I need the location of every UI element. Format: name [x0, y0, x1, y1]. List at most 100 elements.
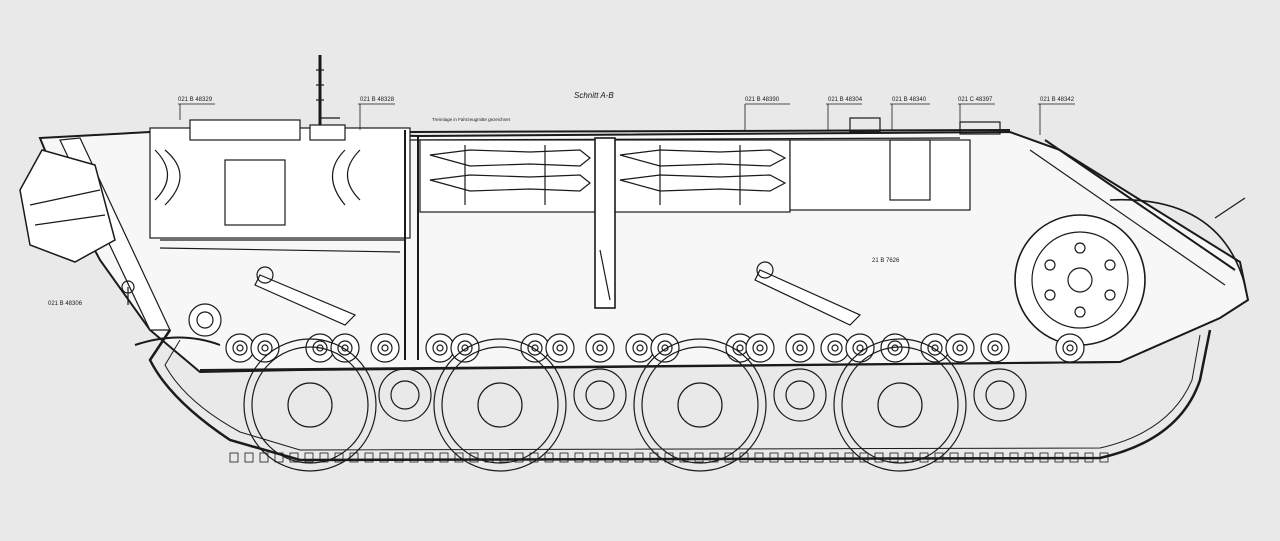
return-roller [625, 333, 655, 363]
track-link [1024, 452, 1034, 463]
track-link [874, 452, 884, 463]
track-link [709, 452, 719, 463]
roller-axle [661, 344, 669, 352]
roller-axle [991, 344, 999, 352]
roller-axle [736, 344, 744, 352]
return-roller [845, 333, 875, 363]
road-wheel-hub [877, 382, 923, 428]
track-link [364, 452, 374, 463]
roller-hub [457, 340, 473, 356]
roller-axle [1066, 344, 1074, 352]
part-number-label: 021 B 48390 [745, 97, 780, 103]
drawing-note: Trennlage in Fahrzeugmitte gezeichnet [432, 117, 510, 122]
roller-axle [756, 344, 764, 352]
roller-axle [381, 344, 389, 352]
roller-hub [377, 340, 393, 356]
road-wheel-rim [441, 346, 559, 464]
road-wheel-hub [287, 382, 333, 428]
deck-line [409, 129, 1011, 133]
track-link [559, 452, 569, 463]
road-wheel [243, 338, 377, 472]
return-roller [880, 333, 910, 363]
roller-hub [792, 340, 808, 356]
track-link [424, 452, 434, 463]
track-link [484, 452, 494, 463]
roller-axle [531, 344, 539, 352]
return-roller [980, 333, 1010, 363]
track-link [589, 452, 599, 463]
track-link [529, 452, 539, 463]
track [134, 329, 1212, 463]
track-link [604, 452, 614, 463]
track-link [454, 452, 464, 463]
part-number-label: 021 C 48397 [958, 97, 993, 103]
engine-compartment [149, 55, 419, 360]
roller-axle [796, 344, 804, 352]
track-link [1069, 452, 1079, 463]
road-wheel-inner [378, 368, 432, 422]
track-link [769, 452, 779, 463]
front-glacis [19, 137, 171, 331]
section-title: Schnitt A-B [574, 91, 614, 100]
roller-hub [952, 340, 968, 356]
return-roller [520, 333, 550, 363]
roller-hub [927, 340, 943, 356]
road-wheel [833, 338, 967, 472]
return-roller [370, 333, 400, 363]
part-number-label: 021 B 48329 [178, 97, 213, 103]
road-wheel-inner-hub [985, 380, 1015, 410]
road-wheel-inner-hub [390, 380, 420, 410]
leader-lines [178, 103, 1075, 135]
track-link [694, 452, 704, 463]
track-link [244, 452, 254, 463]
track-link [349, 452, 359, 463]
track-link [844, 452, 854, 463]
roller-hub [312, 340, 328, 356]
roller-hub [432, 340, 448, 356]
return-roller [545, 333, 575, 363]
track-link [829, 452, 839, 463]
roller-axle [831, 344, 839, 352]
roller-axle [931, 344, 939, 352]
part-number-label: 021 B 48306 [48, 301, 83, 307]
track-link [814, 452, 824, 463]
track-link [319, 452, 329, 463]
roller-axle [341, 344, 349, 352]
track-link [934, 452, 944, 463]
track-link [409, 452, 419, 463]
roller-hub [337, 340, 353, 356]
track-link [289, 452, 299, 463]
ammunition-rack [419, 137, 791, 309]
track-link [1009, 452, 1019, 463]
return-roller [450, 333, 480, 363]
track-link [469, 452, 479, 463]
road-wheel-inner-hub [585, 380, 615, 410]
road-wheel-inner-hub [785, 380, 815, 410]
track-link [1084, 452, 1094, 463]
return-roller [1055, 333, 1085, 363]
track-link [274, 452, 284, 463]
track-link [949, 452, 959, 463]
roller-axle [461, 344, 469, 352]
road-wheel-inner [773, 368, 827, 422]
roller-hub [632, 340, 648, 356]
road-wheel-rim [251, 346, 369, 464]
track-link [889, 452, 899, 463]
track-link [544, 452, 554, 463]
part-number-label: 021 B 48340 [892, 97, 927, 103]
roller-axle [596, 344, 604, 352]
road-wheel [633, 338, 767, 472]
roller-axle [436, 344, 444, 352]
track-link [784, 452, 794, 463]
roller-hub [827, 340, 843, 356]
roller-axle [236, 344, 244, 352]
suspension-arms [188, 261, 862, 337]
track-link [499, 452, 509, 463]
rear-upper-compartment [789, 117, 1001, 211]
road-wheels [243, 338, 1027, 472]
track-link [379, 452, 389, 463]
drive-sprocket [1014, 139, 1246, 346]
track-link [979, 452, 989, 463]
track-link [664, 452, 674, 463]
